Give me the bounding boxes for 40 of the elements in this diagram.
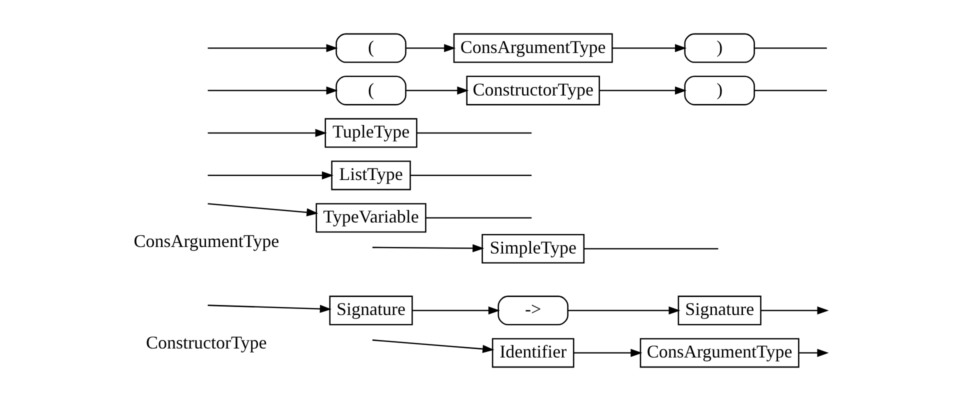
arrow: [568, 306, 680, 315]
node-box: SimpleType: [482, 234, 585, 264]
label: ConsArgumentType: [134, 231, 280, 252]
node-box: Signature: [329, 296, 413, 326]
arrow: [799, 348, 829, 357]
arrow: [600, 86, 687, 95]
label: ConstructorType: [146, 332, 267, 353]
node-box: ConsArgumentType: [453, 33, 613, 63]
arrow: [208, 203, 318, 216]
arrow: [406, 44, 456, 52]
node-box: (: [336, 33, 406, 63]
arrow: [372, 339, 494, 353]
node-box: ->: [498, 296, 568, 326]
node-box: TupleType: [324, 118, 418, 148]
node-box: Identifier: [492, 338, 574, 368]
arrow: [372, 244, 484, 252]
connector: [584, 248, 718, 250]
arrow: [208, 128, 327, 138]
arrow: [574, 348, 642, 357]
connector: [426, 217, 532, 218]
arrow: [208, 304, 332, 313]
connector: [754, 47, 827, 49]
node-box: (: [336, 76, 406, 106]
node-box: ConstructorType: [466, 76, 600, 106]
connector: [410, 174, 532, 176]
node-box: ): [684, 33, 755, 63]
arrow: [208, 86, 338, 95]
node-box: Signature: [678, 296, 762, 326]
arrow: [406, 86, 469, 95]
node-box: TypeVariable: [316, 203, 426, 233]
connector: [416, 132, 532, 134]
arrow: [208, 171, 334, 180]
arrow: [761, 306, 829, 315]
arrow: [612, 44, 687, 52]
arrow: [412, 306, 500, 315]
node-box: ConsArgumentType: [640, 338, 800, 368]
node-box: ListType: [331, 160, 411, 190]
node-box: ): [684, 76, 755, 106]
arrow: [208, 44, 338, 52]
connector: [754, 90, 827, 92]
